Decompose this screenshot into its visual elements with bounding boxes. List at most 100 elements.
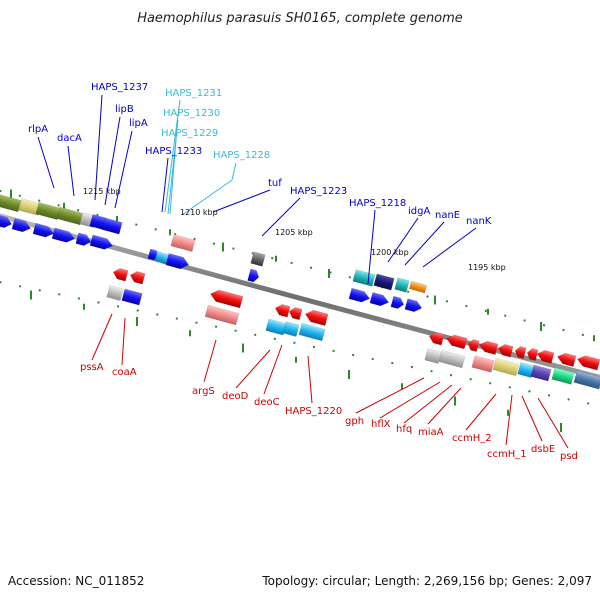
gene-label-dsbE[interactable]: dsbE <box>531 444 555 455</box>
marker-1205: 1205 kbp <box>275 228 313 237</box>
gene-feature <box>497 344 514 358</box>
leader-line <box>403 384 453 424</box>
gene-feature <box>305 309 329 326</box>
gene-label-HAPS_1230[interactable]: HAPS_1230 <box>163 108 220 119</box>
gene-feature <box>250 251 266 267</box>
gene-shape <box>514 346 527 359</box>
scale-tick <box>242 343 244 353</box>
gene-label-HAPS_1223[interactable]: HAPS_1223 <box>290 186 347 197</box>
gene-shape <box>282 321 300 337</box>
gene-shape <box>551 367 575 385</box>
gene-label-HAPS_1228[interactable]: HAPS_1228 <box>213 150 270 161</box>
gene-label-idgA[interactable]: idgA <box>408 206 430 217</box>
label-leaders <box>37 94 569 449</box>
gene-feature <box>106 285 124 301</box>
gene-label-pssA[interactable]: pssA <box>80 362 104 373</box>
gene-feature <box>348 287 371 303</box>
gene-label-lipA[interactable]: lipA <box>129 118 148 129</box>
leader-line <box>379 381 441 419</box>
gene-feature <box>526 348 539 361</box>
gene-label-psd[interactable]: psd <box>560 451 578 462</box>
leader-line <box>121 317 126 366</box>
gene-feature <box>247 268 260 283</box>
marker-1200: 1200 kbp <box>371 248 409 257</box>
gene-shape <box>250 251 266 267</box>
gene-label-HAPS_1229[interactable]: HAPS_1229 <box>161 128 218 139</box>
gene-label-lipB[interactable]: lipB <box>115 104 134 115</box>
gene-shape <box>56 206 84 226</box>
gene-shape <box>305 309 329 326</box>
gene-label-gph[interactable]: gph <box>345 416 364 427</box>
leader-line <box>537 397 569 449</box>
gene-shape <box>390 295 405 309</box>
gene-label-deoC[interactable]: deoC <box>254 397 280 408</box>
gene-feature <box>478 340 499 355</box>
gene-label-HAPS_1233[interactable]: HAPS_1233 <box>145 146 202 157</box>
gene-label-deoD[interactable]: deoD <box>222 391 249 402</box>
gene-shape <box>121 288 143 306</box>
gene-label-miaA[interactable]: miaA <box>418 427 444 438</box>
leader-line <box>104 116 121 206</box>
gene-shape <box>497 344 514 358</box>
gene-shape <box>536 350 555 364</box>
leader-line <box>465 393 497 431</box>
leader-line <box>37 136 55 189</box>
gene-label-HAPS_1218[interactable]: HAPS_1218 <box>349 198 406 209</box>
gene-feature <box>573 370 600 390</box>
gene-feature <box>408 280 428 294</box>
scale-tick <box>83 303 85 310</box>
scale-tick <box>10 189 12 199</box>
marker-1210: 1210 kbp <box>180 208 218 217</box>
gene-shape <box>18 198 42 216</box>
leader-line <box>263 344 283 395</box>
gene-label-HAPS_1237[interactable]: HAPS_1237 <box>91 82 148 93</box>
gene-label-nanK[interactable]: nanK <box>466 216 492 227</box>
scale-tick <box>169 229 171 236</box>
gene-shape <box>298 322 326 342</box>
gene-features <box>0 193 600 390</box>
leader-line <box>231 162 237 181</box>
gene-shape <box>101 217 123 235</box>
map-title: Haemophilus parasuis SH0165, complete ge… <box>137 11 463 26</box>
gene-label-rlpA[interactable]: rlpA <box>28 124 48 135</box>
gene-label-hflX[interactable]: hflX <box>371 419 391 430</box>
gene-feature <box>373 273 395 291</box>
gene-feature <box>438 349 466 369</box>
gene-shape <box>526 348 539 361</box>
gene-label-tuf[interactable]: tuf <box>268 178 282 189</box>
leader-line <box>404 221 445 266</box>
leader-line <box>181 179 233 216</box>
gene-shape <box>478 340 499 355</box>
gene-shape <box>573 370 600 390</box>
gene-label-HAPS_1220[interactable]: HAPS_1220 <box>285 406 342 417</box>
gene-feature <box>394 277 410 293</box>
gene-feature <box>101 217 123 235</box>
gene-feature <box>0 193 22 213</box>
leader-line <box>387 217 419 263</box>
gene-shape <box>204 304 240 326</box>
gene-label-hfq[interactable]: hfq <box>396 424 412 435</box>
gene-shape <box>428 332 445 346</box>
gene-label-coaA[interactable]: coaA <box>112 367 137 378</box>
gene-shape <box>467 339 480 352</box>
scale-tick <box>295 356 297 363</box>
gene-feature <box>517 362 535 378</box>
gene-label-dacA[interactable]: dacA <box>57 133 82 144</box>
gene-label-nanE[interactable]: nanE <box>435 210 460 221</box>
gene-feature <box>288 307 303 321</box>
gene-feature <box>35 202 61 220</box>
gene-label-ccmH_2[interactable]: ccmH_2 <box>452 433 492 444</box>
marker-1195: 1195 kbp <box>468 263 506 272</box>
gene-labels: rlpA dacA HAPS_1237 lipB lipA HAPS_1233 … <box>28 82 578 462</box>
gene-shape <box>352 269 376 287</box>
gene-label-ccmH_1[interactable]: ccmH_1 <box>487 449 527 460</box>
gene-label-argS[interactable]: argS <box>192 386 215 397</box>
gene-feature <box>514 346 527 359</box>
gene-label-HAPS_1231[interactable]: HAPS_1231 <box>165 88 222 99</box>
scale-tick <box>540 322 542 331</box>
genome-summary-text: Topology: circular; Length: 2,269,156 bp… <box>261 574 592 588</box>
leader-line <box>505 394 513 446</box>
leader-line <box>91 313 113 361</box>
gene-shape <box>35 202 61 220</box>
